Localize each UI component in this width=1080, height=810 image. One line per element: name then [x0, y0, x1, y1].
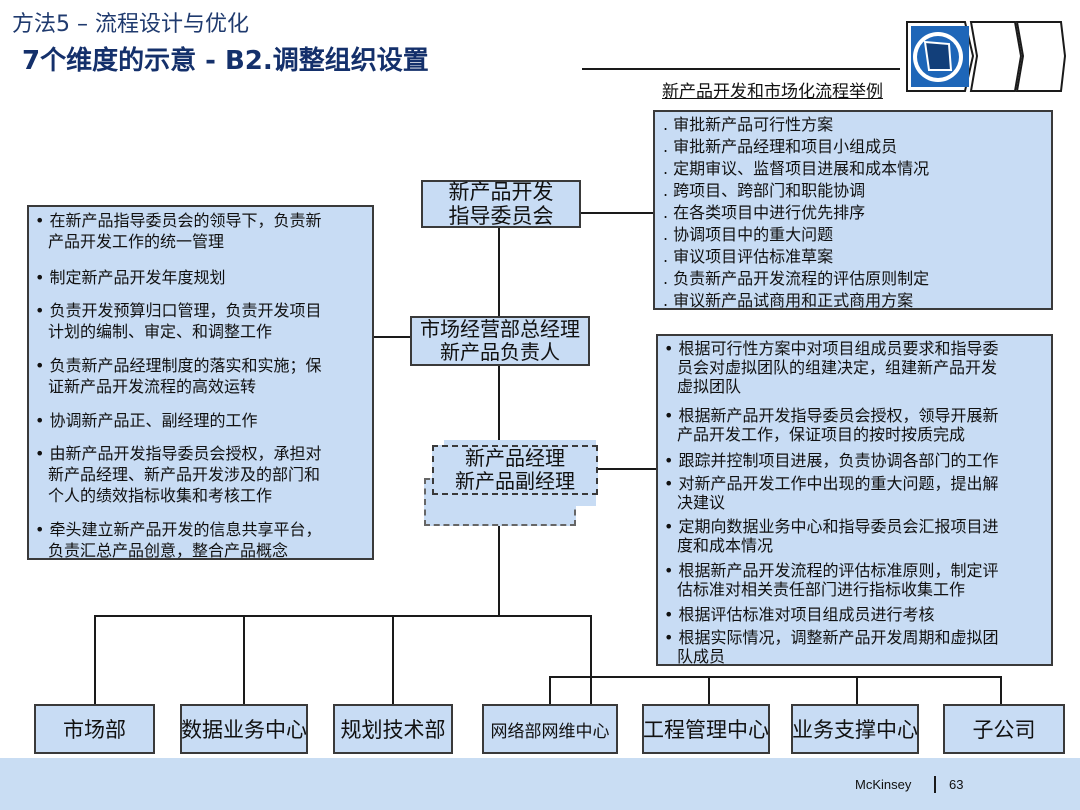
- gm-duties-box: • 在新产品指导委员会的领导下，负责新 产品开发工作的统一管理 • 制定新产品开…: [27, 205, 374, 560]
- committee-duty-item: . 定期审议、监督项目进展和成本情况: [663, 159, 930, 178]
- dept-box: 市场部: [34, 704, 155, 754]
- connector: [392, 615, 394, 704]
- gm-line-2: 新产品负责人: [440, 340, 560, 364]
- connector: [498, 366, 500, 446]
- pm-duty-continuation: 员会对虚拟团队的组建决定，组建新产品开发: [677, 358, 998, 377]
- pm-line-1: 新产品经理: [465, 446, 565, 470]
- pm-duty-continuation: 度和成本情况: [677, 536, 774, 555]
- gm-duty-item: • 负责开发预算归口管理，负责开发项目: [35, 301, 322, 320]
- pm-duty-item: • 根据可行性方案中对项目组成员要求和指导委: [664, 339, 999, 358]
- pm-duty-continuation: 队成员: [677, 647, 726, 666]
- page-title: 7个维度的示意 - B2.调整组织设置: [22, 46, 429, 76]
- pm-line-2: 新产品副经理: [455, 469, 575, 493]
- committee-duty-item: . 负责新产品开发流程的评估原则制定: [663, 269, 930, 288]
- gm-box: 市场经营部总经理 新产品负责人: [410, 316, 590, 366]
- connector: [94, 615, 591, 617]
- pm-duty-continuation: 虚拟团队: [677, 377, 742, 396]
- page-number: 63: [949, 777, 964, 792]
- connector: [590, 615, 592, 704]
- committee-duty-item: . 审议项目评估标准草案: [663, 247, 834, 266]
- connector: [498, 228, 500, 316]
- process-arrows-logo: [906, 21, 1067, 92]
- pm-box: 新产品经理 新产品副经理: [432, 445, 598, 495]
- pm-duty-item: • 跟踪并控制项目进展，负责协调各部门的工作: [664, 451, 999, 470]
- committee-line-2: 指导委员会: [448, 204, 554, 228]
- connector: [581, 212, 653, 214]
- dept-box: 业务支撑中心: [791, 704, 919, 754]
- committee-duty-item: . 协调项目中的重大问题: [663, 225, 834, 244]
- committee-duty-item: . 审议新产品试商用和正式商用方案: [663, 291, 914, 310]
- gm-duty-item: • 牵头建立新产品开发的信息共享平台，: [35, 520, 322, 539]
- pm-duty-item: • 定期向数据业务中心和指导委员会汇报项目进: [664, 517, 999, 536]
- pm-duty-continuation: 产品开发工作，保证项目的按时按质完成: [677, 425, 966, 444]
- connector: [243, 615, 245, 704]
- gm-duty-item: • 由新产品开发指导委员会授权，承担对: [35, 444, 322, 463]
- committee-duty-item: . 跨项目、跨部门和职能协调: [663, 181, 866, 200]
- committee-duty-item: . 审批新产品经理和项目小组成员: [663, 137, 898, 156]
- committee-box: 新产品开发 指导委员会: [421, 180, 581, 228]
- gm-line-1: 市场经营部总经理: [420, 317, 580, 341]
- dept-box: 子公司: [943, 704, 1065, 754]
- gm-duty-continuation: 证新产品开发流程的高效运转: [48, 377, 257, 396]
- section-subtitle: 方法5 – 流程设计与优化: [12, 12, 249, 37]
- gm-duty-item: • 负责新产品经理制度的落实和实施；保: [35, 356, 322, 375]
- connector: [498, 524, 500, 616]
- connector: [708, 676, 710, 704]
- pm-duty-item: • 根据新产品开发指导委员会授权，领导开展新: [664, 406, 999, 425]
- gm-duty-item: • 在新产品指导委员会的领导下，负责新: [35, 211, 322, 230]
- gm-duty-continuation: 新产品经理、新产品开发涉及的部门和: [48, 465, 321, 484]
- gm-duty-continuation: 计划的编制、审定、和调整工作: [48, 322, 273, 341]
- connector: [1000, 676, 1002, 704]
- pm-duty-continuation: 估标准对相关责任部门进行指标收集工作: [677, 580, 966, 599]
- footer-bar: [0, 758, 1080, 810]
- example-label: 新产品开发和市场化流程举例: [662, 82, 883, 102]
- committee-duties-box: . 审批新产品可行性方案 . 审批新产品经理和项目小组成员 . 定期审议、监督项…: [653, 110, 1053, 310]
- dept-box: 网络部网维中心: [482, 704, 618, 754]
- committee-line-1: 新产品开发: [448, 179, 554, 204]
- pm-duty-item: • 根据新产品开发流程的评估标准原则，制定评: [664, 561, 999, 580]
- pm-duty-item: • 根据实际情况，调整新产品开发周期和虚拟团: [664, 628, 999, 647]
- gm-duty-item: • 协调新产品正、副经理的工作: [35, 411, 258, 430]
- dept-box: 规划技术部: [333, 704, 453, 754]
- connector: [549, 676, 551, 704]
- committee-duty-item: . 在各类项目中进行优先排序: [663, 203, 866, 222]
- pm-duty-item: • 对新产品开发工作中出现的重大问题，提出解: [664, 474, 999, 493]
- title-rule: [582, 68, 900, 70]
- gm-duty-continuation: 负责汇总产品创意，整合产品概念: [48, 541, 289, 560]
- gm-duty-item: • 制定新产品开发年度规划: [35, 268, 226, 287]
- connector: [856, 676, 858, 704]
- footer-separator: [934, 776, 936, 793]
- committee-duty-item: . 审批新产品可行性方案: [663, 115, 834, 134]
- connector: [598, 468, 656, 470]
- pm-duty-item: • 根据评估标准对项目组成员进行考核: [664, 605, 935, 624]
- pm-duties-box: • 根据可行性方案中对项目组成员要求和指导委 员会对虚拟团队的组建决定，组建新产…: [656, 334, 1053, 666]
- gm-duty-continuation: 个人的绩效指标收集和考核工作: [48, 486, 273, 505]
- brand-label: McKinsey: [855, 777, 912, 792]
- pm-duty-continuation: 决建议: [677, 493, 726, 512]
- dept-box: 数据业务中心: [180, 704, 308, 754]
- dept-box: 工程管理中心: [642, 704, 770, 754]
- connector: [373, 336, 411, 338]
- connector: [94, 615, 96, 704]
- gm-duty-continuation: 产品开发工作的统一管理: [48, 232, 225, 251]
- connector: [549, 676, 1002, 678]
